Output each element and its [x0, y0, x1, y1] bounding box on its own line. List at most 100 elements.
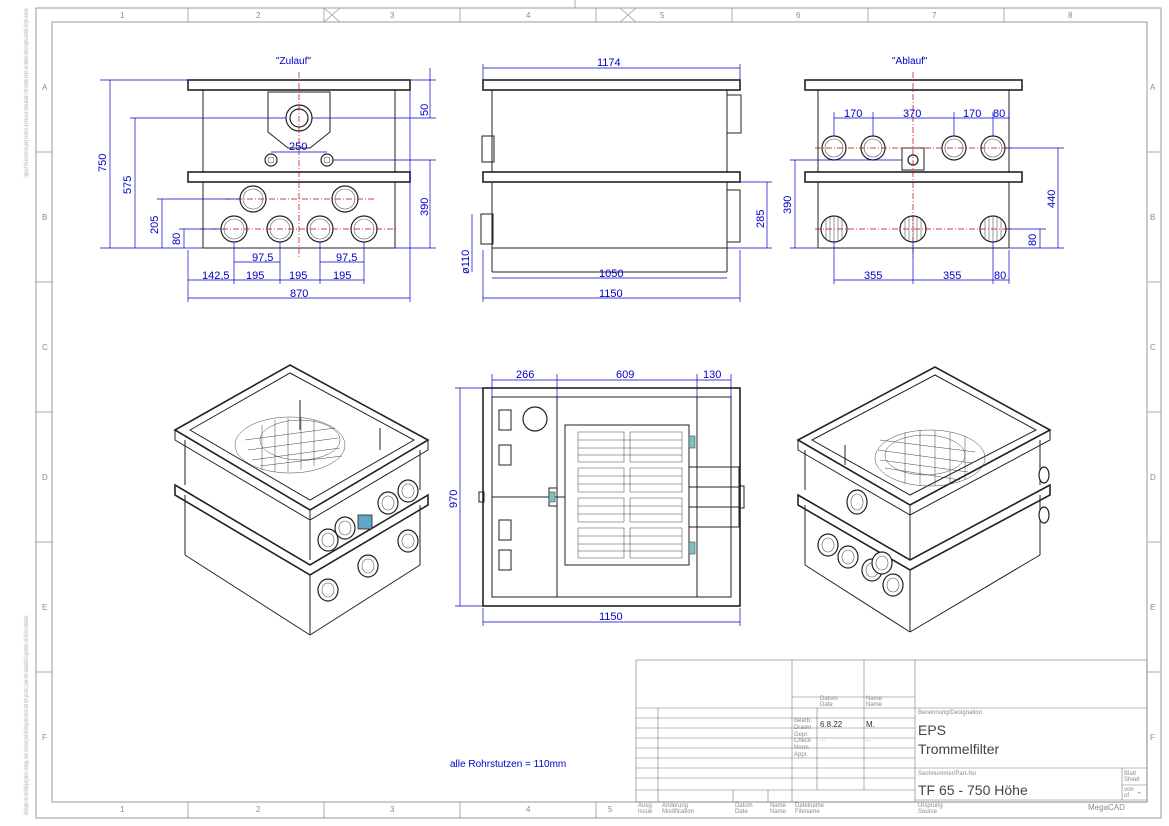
zone-5: 5	[660, 11, 665, 20]
tb-date-2: Date	[735, 809, 748, 815]
pipe-note: alle Rohrstutzen = 110mm	[450, 759, 566, 770]
zone-a-left: A	[42, 83, 48, 92]
zone-8: 8	[1068, 11, 1073, 20]
zone-4: 4	[526, 11, 531, 20]
tb-row-gepr: Gepr.	[794, 732, 809, 738]
tb-software: MegaCAD	[1088, 803, 1125, 812]
rear-dimensions	[790, 112, 1064, 284]
tb-von: von	[1124, 787, 1134, 793]
zone-b3: 3	[390, 805, 395, 814]
dim-130: 130	[703, 369, 721, 381]
dim-50: 50	[419, 104, 431, 116]
tb-title-2: Trommelfilter	[918, 741, 999, 757]
dim-195-a: 195	[246, 270, 264, 282]
dim-205: 205	[149, 216, 161, 234]
zone-f-right: F	[1150, 733, 1155, 742]
dim-609: 609	[616, 369, 634, 381]
tb-sheet: Sheet	[1124, 777, 1140, 783]
outlet-label: "Ablauf"	[892, 56, 928, 67]
zone-3: 3	[390, 11, 395, 20]
tb-col-date: Date	[820, 702, 833, 708]
zone-labels-top: 1 2 3 4 5 6 7 8	[120, 11, 1073, 20]
zone-d-right: D	[1150, 473, 1156, 482]
dim-142-5: 142,5	[202, 270, 230, 282]
dim-80-rear-top: 80	[993, 108, 1005, 120]
zone-labels-side: A B C D E F A B C D E F	[42, 83, 1156, 742]
dim-80-rear-bottom: 80	[994, 270, 1006, 282]
dim-1174: 1174	[597, 57, 621, 69]
dim-d110: ø110	[460, 250, 472, 274]
zone-labels-bottom: 1 2 3 4 5	[120, 805, 613, 814]
tb-aenderung: Änderung	[662, 802, 688, 809]
dim-440: 440	[1046, 190, 1058, 208]
tb-col-name: Name	[866, 696, 883, 702]
title-block	[635, 659, 1148, 803]
dim-1050: 1050	[599, 268, 623, 280]
copyright-note-de: Weitergabe und Vervielfältigung dieser U…	[24, 615, 30, 815]
dim-250: 250	[289, 141, 307, 153]
zone-b4: 4	[526, 805, 531, 814]
tb-dots-2: ...	[866, 737, 871, 743]
top-dimensions	[455, 374, 741, 626]
tb-blatt: Blatt	[1124, 771, 1136, 777]
iso-view-right	[796, 366, 1052, 633]
tb-col-name-en: Name	[866, 702, 883, 708]
zone-b5: 5	[608, 805, 613, 814]
tb-modification: Modification	[662, 809, 694, 815]
tb-part-no: TF 65 - 750 Höhe	[918, 782, 1028, 798]
front-view	[187, 72, 411, 258]
dim-97-5-left: 97,5	[252, 252, 273, 264]
zone-7: 7	[932, 11, 937, 20]
inner-frame	[51, 21, 1148, 803]
dim-1150-side: 1150	[599, 288, 623, 300]
tb-title-1: EPS	[918, 722, 946, 738]
tb-row-norm: Norm	[794, 745, 809, 751]
dim-195-b: 195	[289, 270, 307, 282]
dim-870: 870	[290, 288, 308, 300]
tb-filename: Filename	[795, 809, 820, 815]
dim-575: 575	[122, 176, 134, 194]
dim-370: 370	[903, 108, 921, 120]
dim-80-rear-side: 80	[1027, 234, 1039, 246]
dim-355-b: 355	[943, 270, 961, 282]
zone-1: 1	[120, 11, 125, 20]
dim-80-front: 80	[171, 233, 183, 245]
tb-sachnummer: Sachnummer/Part-No	[918, 771, 977, 777]
tb-ursprung: Ursprung	[918, 803, 943, 809]
top-view	[478, 387, 745, 607]
zone-a-right: A	[1150, 83, 1156, 92]
tb-dash: -	[1138, 788, 1141, 797]
dim-390-front: 390	[419, 198, 431, 216]
dim-355-a: 355	[864, 270, 882, 282]
dim-266: 266	[516, 369, 534, 381]
dim-750: 750	[97, 154, 109, 172]
zone-e-left: E	[42, 603, 47, 612]
zone-b2: 2	[256, 805, 261, 814]
tb-name-en-2: Name	[770, 809, 787, 815]
zone-b-right: B	[1150, 213, 1155, 222]
tb-date-value: 6.8.22	[820, 720, 843, 729]
inlet-label: "Zulauf"	[276, 56, 311, 67]
zone-2: 2	[256, 11, 261, 20]
iso-view-left	[173, 364, 430, 636]
tb-ausg: Ausg.	[638, 803, 654, 809]
zone-f-left: F	[42, 733, 47, 742]
zone-c-left: C	[42, 343, 48, 352]
dim-970: 970	[448, 490, 460, 508]
tb-row-drawn: Drawn	[794, 725, 811, 731]
dim-170-a: 170	[844, 108, 862, 120]
tb-name-value: M.	[866, 720, 875, 729]
zone-b1: 1	[120, 805, 125, 814]
tb-dots-1: ...	[820, 737, 825, 743]
tb-row-bearb: Bearb.	[794, 718, 812, 724]
dim-390-rear: 390	[782, 196, 794, 214]
dim-97-5-right: 97,5	[336, 252, 357, 264]
zone-c-right: C	[1150, 343, 1156, 352]
zone-b-left: B	[42, 213, 47, 222]
tb-issue: Issue	[638, 809, 653, 815]
front-dimensions	[100, 68, 436, 302]
copyright-note-en: Copying of this document and giving it t…	[24, 8, 30, 178]
tb-datum-2: Datum	[735, 803, 753, 809]
dim-195-c: 195	[333, 270, 351, 282]
side-dimensions	[471, 64, 772, 302]
